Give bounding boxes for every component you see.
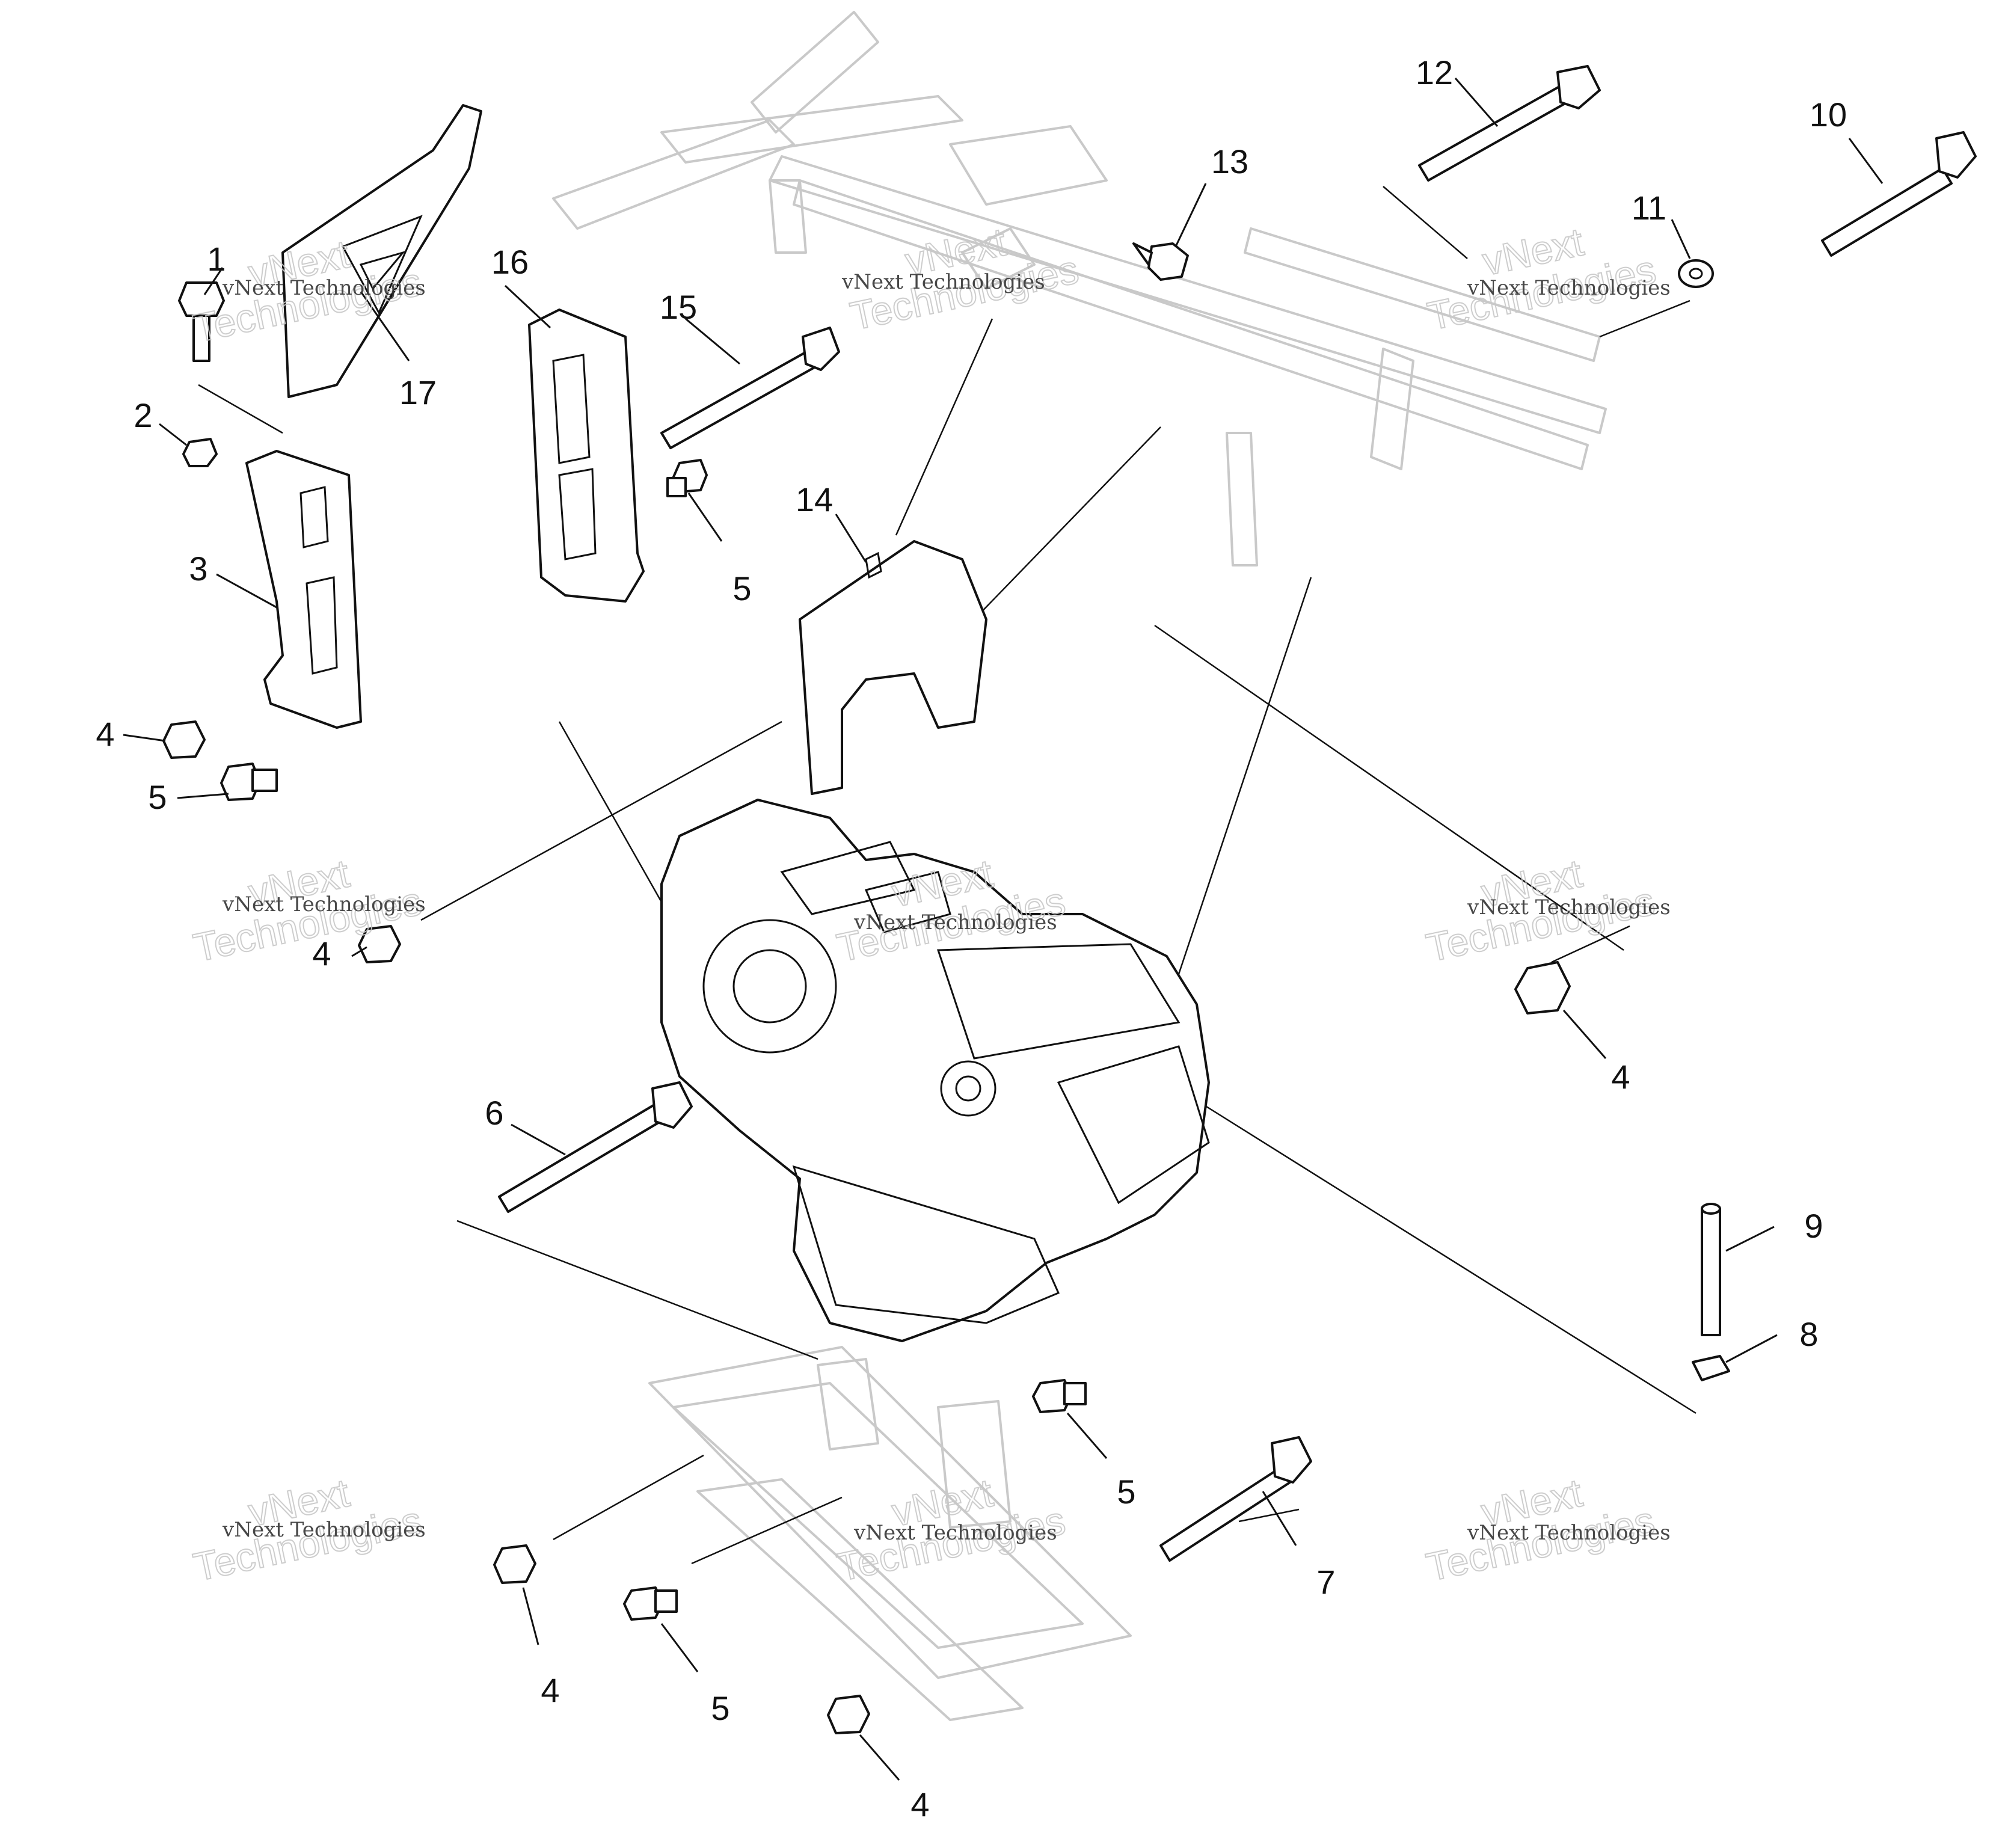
- callout-15: 15: [660, 288, 697, 326]
- callout-13: 13: [1211, 143, 1248, 180]
- callout-7: 7: [1316, 1563, 1335, 1601]
- part-16-bracket: [528, 309, 645, 603]
- callout-1: 1: [207, 240, 226, 278]
- callout-4: 4: [541, 1671, 559, 1709]
- watermark-small: vNext Technologies: [853, 1521, 1057, 1545]
- callout-4: 4: [96, 715, 114, 753]
- callout-12: 12: [1416, 54, 1453, 91]
- part-7-bolt: [1159, 1436, 1312, 1562]
- part-5-bolt-d: [623, 1586, 678, 1621]
- callout-14: 14: [796, 480, 833, 518]
- watermark-group: vNext Technologies vNext Technologies vN…: [189, 218, 1671, 1590]
- part-2-nut: [182, 438, 218, 467]
- part-4-nut-d: [493, 1544, 536, 1584]
- callout-16: 16: [491, 243, 529, 281]
- callout-3: 3: [189, 550, 207, 588]
- part-6-bolt: [498, 1081, 693, 1213]
- watermark-small: vNext Technologies: [1467, 276, 1671, 300]
- part-12-bolt: [1418, 65, 1601, 182]
- callout-5: 5: [732, 569, 751, 607]
- callout-9: 9: [1804, 1207, 1823, 1245]
- watermark-small: vNext Technologies: [222, 1518, 426, 1542]
- watermark-small: vNext Technologies: [1467, 895, 1671, 919]
- part-11-washer: [1678, 259, 1714, 288]
- callout-8: 8: [1799, 1315, 1818, 1353]
- callout-6: 6: [485, 1094, 503, 1132]
- callout-17: 17: [399, 373, 437, 411]
- part-5-bolt-c: [1032, 1379, 1087, 1413]
- part-4-nut-b: [358, 925, 401, 963]
- alignment-lines: [198, 186, 1696, 1565]
- callout-4: 4: [910, 1785, 929, 1823]
- callout-5: 5: [1117, 1473, 1135, 1511]
- part-3-bracket: [245, 450, 362, 729]
- callout-5: 5: [711, 1689, 729, 1727]
- part-1-bolt: [178, 281, 225, 362]
- upper-frame-ghost: [552, 11, 1607, 566]
- part-17-heat-shield: [281, 104, 482, 398]
- watermark-small: vNext Technologies: [1467, 1521, 1671, 1545]
- watermark-small: vNext Technologies: [222, 276, 426, 300]
- watermark-small: vNext Technologies: [853, 910, 1057, 935]
- part-transmission-assembly: [660, 799, 1210, 1342]
- watermark-small: vNext Technologies: [222, 892, 426, 916]
- callout-5: 5: [148, 778, 167, 816]
- part-15-bolt: [660, 327, 840, 449]
- lower-frame-ghost: [648, 1346, 1132, 1721]
- callout-4: 4: [312, 935, 331, 972]
- part-13-screw: [1132, 242, 1189, 281]
- callout-4: 4: [1611, 1058, 1630, 1096]
- part-4-nut-a: [162, 720, 206, 759]
- callout-labels: 1 2 3 4 5 16 17 15 5 14 13 12 11 10 4 4 …: [96, 54, 1847, 1823]
- callout-11: 11: [1632, 189, 1666, 227]
- part-4-nut-e: [827, 1695, 870, 1734]
- part-10-bolt: [1821, 131, 1977, 257]
- part-5-bolt-b: [666, 459, 708, 497]
- part-14-shield: [799, 540, 987, 795]
- part-5-bolt-a: [220, 763, 278, 801]
- callout-2: 2: [134, 396, 152, 434]
- callout-10: 10: [1810, 96, 1847, 134]
- part-8-clip: [1692, 1355, 1730, 1381]
- part-9-pin: [1701, 1203, 1721, 1336]
- leader-lines: [123, 78, 1884, 1781]
- watermark-small: vNext Technologies: [841, 270, 1045, 294]
- part-4-nut-c: [1514, 961, 1571, 1015]
